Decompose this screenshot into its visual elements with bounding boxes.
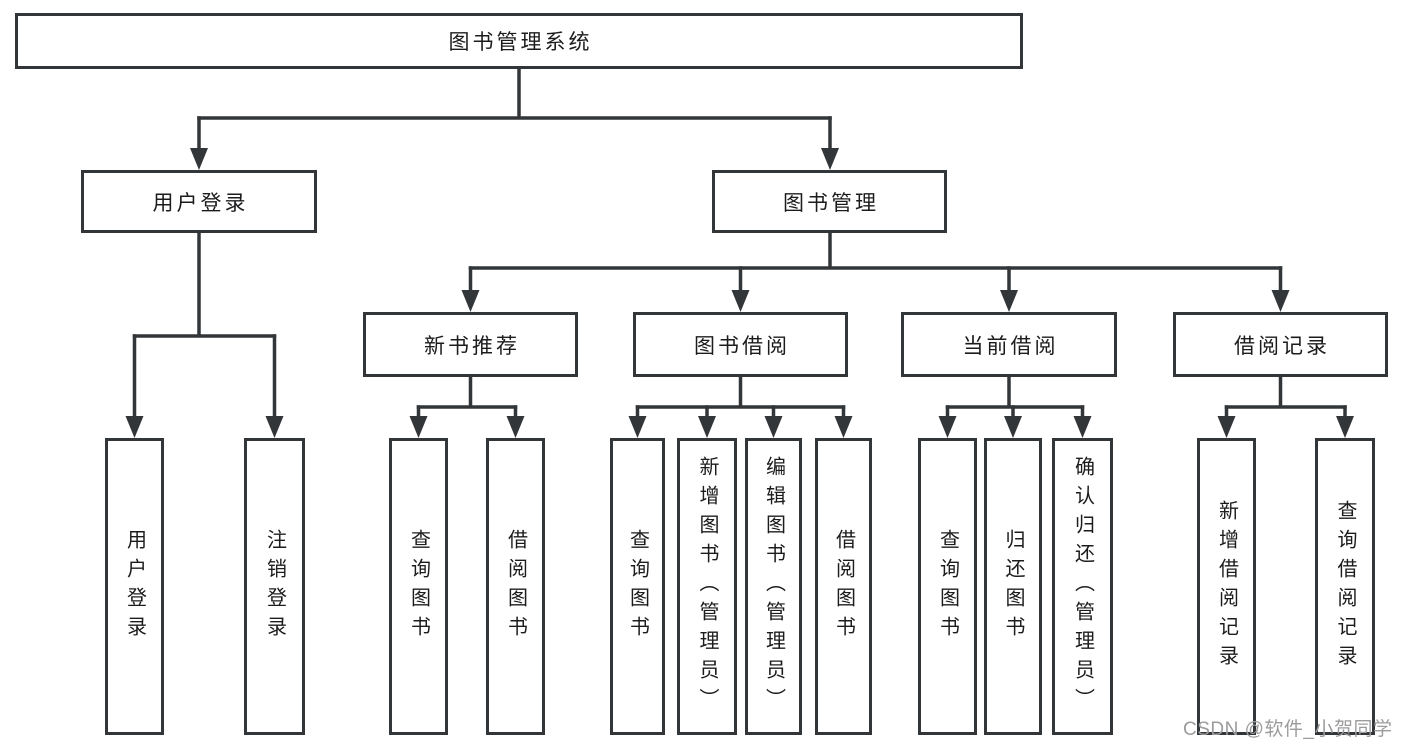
node-label: 图书管理系统 — [448, 31, 593, 54]
arrowhead — [764, 416, 783, 438]
arrowhead — [628, 416, 647, 438]
arrowhead — [731, 290, 750, 312]
node-library-management-system: 图书管理系统 — [15, 13, 1023, 69]
node-label: 查询图书 — [626, 528, 649, 645]
node-label: 确认归还（管理员） — [1071, 456, 1094, 717]
arrowhead — [1000, 290, 1018, 312]
leaf-query-books-current: 查询图书 — [918, 438, 977, 735]
node-label: 编辑图书（管理员） — [762, 456, 785, 717]
arrowhead — [1336, 416, 1354, 438]
leaf-edit-book-admin: 编辑图书（管理员） — [745, 438, 802, 735]
leaf-borrow-books-recommend: 借阅图书 — [486, 438, 545, 735]
node-label: 图书管理 — [783, 191, 879, 215]
node-current-borrowing: 当前借阅 — [901, 312, 1117, 377]
node-label: 借阅记录 — [1234, 334, 1330, 358]
leaf-query-books-borrowing: 查询图书 — [610, 438, 665, 735]
arrowhead — [265, 416, 284, 438]
arrowhead — [834, 416, 853, 438]
node-label: 借阅图书 — [504, 528, 527, 645]
watermark-text: CSDN @软件_小贺同学 — [1183, 719, 1393, 740]
node-label: 查询图书 — [407, 528, 430, 645]
leaf-add-borrow-record: 新增借阅记录 — [1197, 438, 1256, 735]
arrowheads — [125, 148, 1354, 438]
arrowhead — [506, 416, 525, 438]
arrowhead — [1073, 416, 1092, 438]
arrowhead — [821, 148, 839, 170]
arrowhead — [938, 416, 957, 438]
node-label: 新增借阅记录 — [1215, 499, 1238, 674]
node-label: 图书借阅 — [694, 334, 790, 358]
node-label: 归还图书 — [1002, 528, 1024, 645]
node-book-management: 图书管理 — [712, 170, 947, 233]
arrowhead — [409, 416, 428, 438]
arrowhead — [1004, 416, 1022, 438]
node-label: 查询图书 — [936, 528, 959, 645]
leaf-query-borrow-record: 查询借阅记录 — [1315, 438, 1375, 735]
arrowhead — [461, 290, 480, 312]
node-book-borrowing: 图书借阅 — [633, 312, 848, 377]
node-label: 当前借阅 — [962, 334, 1059, 358]
node-label: 用户登录 — [152, 191, 249, 215]
node-user-login: 用户登录 — [81, 170, 317, 233]
node-borrow-records: 借阅记录 — [1173, 312, 1388, 377]
node-label: 注销登录 — [263, 528, 286, 645]
leaf-borrow-books-borrowing: 借阅图书 — [815, 438, 872, 735]
node-label: 查询借阅记录 — [1334, 499, 1356, 674]
leaf-user-login: 用户登录 — [105, 438, 164, 735]
arrowhead — [1271, 290, 1290, 312]
leaf-add-book-admin: 新增图书（管理员） — [677, 438, 737, 735]
connector-segments — [132, 67, 1347, 422]
leaf-query-books-recommend: 查询图书 — [389, 438, 448, 735]
node-label: 用户登录 — [123, 528, 146, 645]
node-new-book-recommend: 新书推荐 — [363, 312, 578, 377]
leaf-logout: 注销登录 — [244, 438, 305, 735]
arrowhead — [190, 148, 208, 170]
node-label: 新书推荐 — [424, 334, 520, 358]
node-label: 借阅图书 — [832, 528, 855, 645]
arrowhead — [125, 416, 144, 438]
leaf-confirm-return-admin: 确认归还（管理员） — [1052, 438, 1113, 735]
leaf-return-books: 归还图书 — [984, 438, 1042, 735]
node-label: 新增图书（管理员） — [696, 456, 718, 717]
arrowhead — [1217, 416, 1236, 438]
arrowhead — [698, 416, 716, 438]
